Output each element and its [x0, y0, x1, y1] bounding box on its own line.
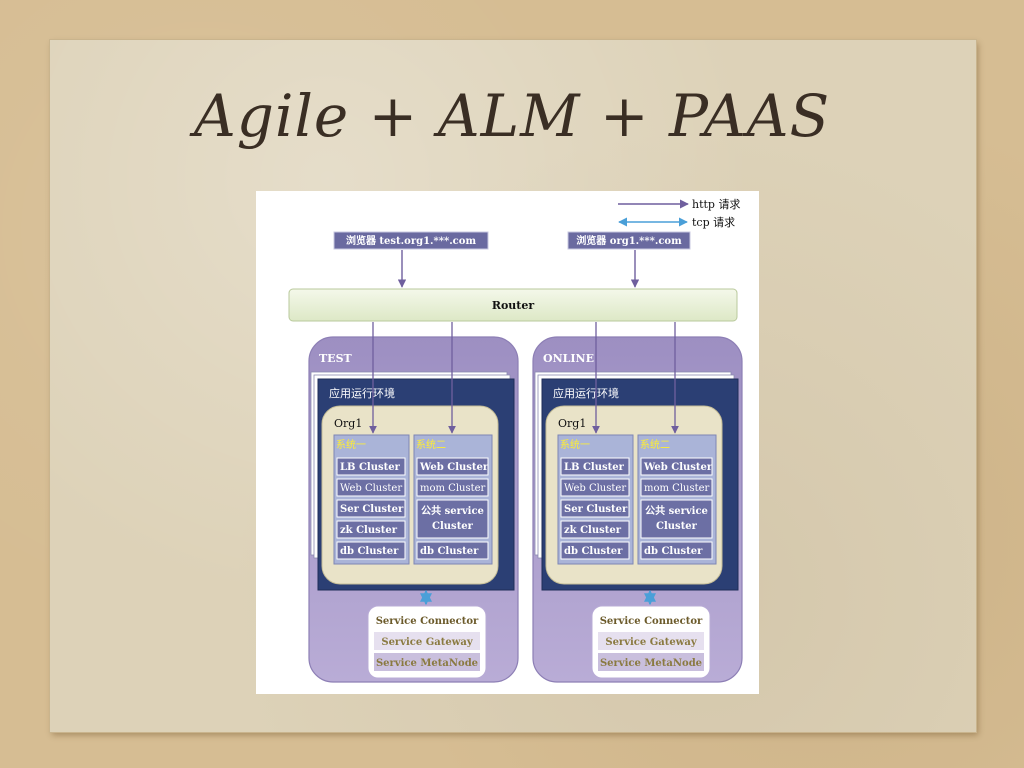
env-test-service-1: Service Connector: [376, 616, 479, 627]
env-test-org-label: Org1: [334, 417, 362, 430]
env-test-s1-cluster-4: zk Cluster: [340, 525, 398, 536]
env-test-label: TEST: [319, 352, 353, 365]
paper-card: [50, 40, 976, 732]
env-online: ONLINE 应用运行环境 Org1 系统一 系统二 LB Cluster We…: [532, 336, 743, 683]
env-test-s1-cluster-2: Web Cluster: [340, 483, 402, 494]
browser-test: 浏览器 test.org1.***.com: [333, 231, 489, 250]
env-online-runtime-label: 应用运行环境: [553, 386, 619, 400]
env-test-s2-cluster-3: 公共 service Cluster: [421, 506, 484, 532]
env-online-s2-cluster-3: 公共 service Cluster: [645, 506, 708, 532]
env-online-label: ONLINE: [543, 352, 594, 365]
env-test-s1-cluster-3: Ser Cluster: [340, 504, 404, 515]
router-label: Router: [492, 299, 535, 312]
browser-online: 浏览器 org1.***.com: [567, 231, 691, 250]
env-test-s1-cluster-1: LB Cluster: [340, 462, 401, 473]
env-test-system2-name: 系统二: [416, 438, 446, 451]
env-test: TEST 应用运行环境 Org1 系统一 系统二 LB Cluster Web …: [308, 336, 519, 683]
legend-http-label: http 请求: [692, 198, 740, 211]
env-online-s1-cluster-4: zk Cluster: [564, 525, 622, 536]
env-online-s1-cluster-2: Web Cluster: [564, 483, 626, 494]
env-online-org-label: Org1: [558, 417, 586, 430]
env-online-s2-cluster-2: mom Cluster: [644, 483, 710, 494]
architecture-diagram: http 请求 tcp 请求 浏览器 test.org1.***.com 浏览器…: [288, 198, 743, 683]
env-online-s2-cluster-1: Web Cluster: [643, 462, 713, 473]
browser-online-label: 浏览器 org1.***.com: [576, 234, 682, 247]
env-online-s1-cluster-5: db Cluster: [564, 546, 623, 557]
env-test-s1-cluster-5: db Cluster: [340, 546, 399, 557]
router: Router: [288, 288, 738, 322]
browser-test-label: 浏览器 test.org1.***.com: [346, 234, 476, 247]
architecture-figure: http 请求 tcp 请求 浏览器 test.org1.***.com 浏览器…: [256, 191, 759, 694]
env-test-s2-cluster-4: db Cluster: [420, 546, 479, 557]
legend: http 请求 tcp 请求: [618, 198, 740, 229]
env-test-runtime-label: 应用运行环境: [329, 386, 395, 400]
env-test-s2-cluster-2: mom Cluster: [420, 483, 486, 494]
env-online-s1-cluster-1: LB Cluster: [564, 462, 625, 473]
env-test-s2-cluster-1: Web Cluster: [419, 462, 489, 473]
env-test-service-3: Service MetaNode: [376, 658, 478, 669]
env-online-service-1: Service Connector: [600, 616, 703, 627]
env-online-system2-name: 系统二: [640, 438, 670, 451]
env-online-s1-cluster-3: Ser Cluster: [564, 504, 628, 515]
legend-tcp-label: tcp 请求: [692, 216, 735, 229]
env-test-service-2: Service Gateway: [381, 637, 473, 648]
env-online-service-2: Service Gateway: [605, 637, 697, 648]
slide-title: Agile + ALM + PAAS: [193, 82, 831, 150]
env-test-system1-name: 系统一: [336, 438, 366, 451]
env-online-s2-cluster-4: db Cluster: [644, 546, 703, 557]
env-online-service-3: Service MetaNode: [600, 658, 702, 669]
env-online-system1-name: 系统一: [560, 438, 590, 451]
